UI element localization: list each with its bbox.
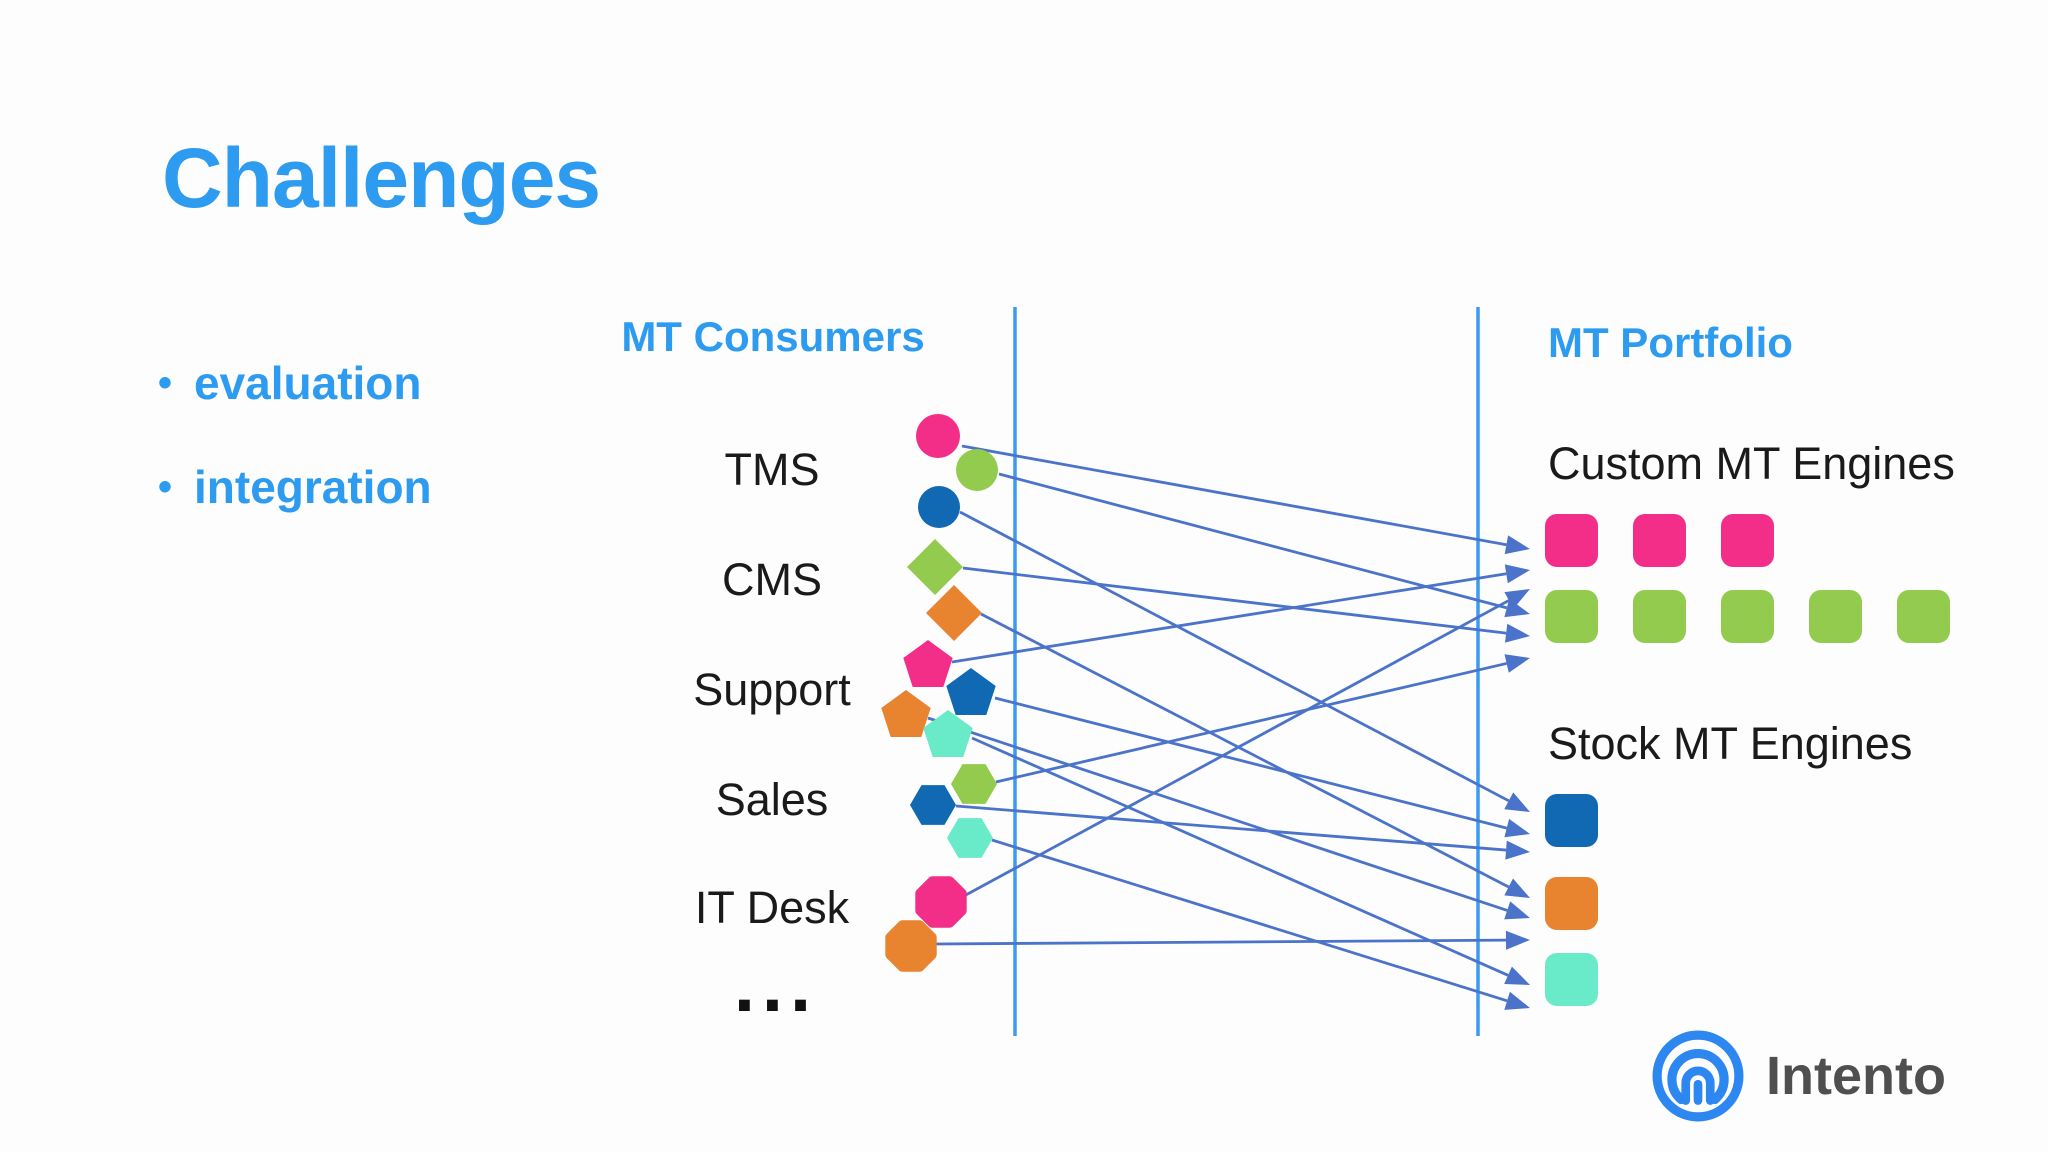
bullet-icon: •	[158, 360, 173, 405]
bullet-item-integration: • integration	[158, 456, 432, 518]
arrowhead-support-blue-pentagon-to-stock-blue-square	[1504, 818, 1530, 838]
arrowhead-sales-teal-hexagon-to-stock-teal-square	[1504, 991, 1530, 1010]
arrow-line-sales-blue-hexagon-to-stock-blue-square	[955, 804, 1507, 852]
custom-pink-row-square-2	[1633, 514, 1686, 567]
custom-green-row-square-2	[1633, 590, 1686, 643]
support-pink-pentagon	[903, 640, 953, 687]
arrow-line-cms-orange-diamond-to-stock-orange-square	[980, 612, 1510, 889]
arrow-line-support-teal-pentagon-to-stock-teal-square	[971, 736, 1509, 977]
arrowhead-cms-orange-diamond-to-stock-orange-square	[1504, 878, 1530, 898]
custom-pink-row-square-3	[1721, 514, 1774, 567]
cms-green-diamond	[907, 539, 963, 595]
arrow-line-cms-green-diamond-to-custom-green-row	[962, 566, 1507, 635]
bullet-label: evaluation	[194, 357, 422, 409]
arrow-line-tms-blue-circle-to-stock-blue-square	[959, 510, 1510, 803]
custom-green-row-square-3	[1721, 590, 1774, 643]
tms-pink-circle	[916, 414, 960, 458]
support-orange-pentagon	[881, 690, 931, 737]
intento-logo-text: Intento	[1766, 1046, 1946, 1106]
tms-green-circle	[956, 449, 998, 491]
challenges-bullet-list: • evaluation • integration	[158, 352, 432, 560]
intento-logo-icon	[1652, 1030, 1744, 1122]
intento-logo: Intento	[1652, 1030, 1946, 1122]
itdesk-orange-badge	[885, 920, 937, 972]
arrowhead-sales-blue-hexagon-to-stock-blue-square	[1505, 840, 1530, 860]
mt-consumers-header: MT Consumers	[621, 313, 925, 360]
consumer-label-sales: Sales	[715, 774, 829, 825]
sales-blue-hexagon	[910, 785, 956, 825]
mt-portfolio-header: MT Portfolio	[1548, 319, 1793, 366]
custom-pink-row-square-1	[1545, 514, 1598, 567]
arrowhead-tms-blue-circle-to-stock-blue-square	[1504, 792, 1530, 812]
arrow-line-sales-green-hexagon-to-custom-green-row	[995, 662, 1507, 784]
stock-orange-square	[1545, 877, 1598, 930]
stock-mt-engines-label: Stock MT Engines	[1548, 718, 1913, 769]
arrowhead-tms-green-circle-to-custom-green-row	[1504, 598, 1530, 618]
support-blue-pentagon	[946, 668, 996, 715]
arrow-line-tms-green-circle-to-custom-green-row	[998, 472, 1508, 610]
itdesk-pink-badge	[915, 876, 967, 928]
consumer-label-itdesk: IT Desk	[694, 882, 850, 933]
stock-blue-square	[1545, 794, 1598, 847]
arrowhead-support-pink-pentagon-to-custom-pink-row	[1504, 564, 1530, 584]
bullet-item-evaluation: • evaluation	[158, 352, 432, 414]
more-consumers-ellipsis: ...	[733, 943, 819, 1028]
arrowhead-cms-green-diamond-to-custom-green-row	[1505, 623, 1530, 643]
arrow-line-itdesk-orange-badge-to-stock-orange-square	[934, 938, 1507, 946]
arrow-line-support-orange-pentagon-to-stock-orange-square	[927, 716, 1508, 912]
tms-blue-circle	[918, 486, 960, 528]
arrowhead-tms-pink-circle-to-custom-pink-row	[1504, 535, 1530, 555]
sales-teal-hexagon	[947, 818, 993, 858]
arrow-line-sales-teal-hexagon-to-stock-teal-square	[991, 838, 1508, 1003]
arrowhead-support-teal-pentagon-to-stock-teal-square	[1504, 966, 1530, 985]
cms-orange-diamond	[926, 585, 982, 641]
custom-green-row-square-4	[1809, 590, 1862, 643]
bullet-label: integration	[194, 461, 432, 513]
arrow-line-tms-pink-circle-to-custom-pink-row	[961, 444, 1507, 547]
page-title: Challenges	[162, 131, 601, 225]
sales-green-hexagon	[951, 764, 997, 804]
custom-green-row-square-5	[1897, 590, 1950, 643]
arrowhead-support-orange-pentagon-to-stock-orange-square	[1504, 901, 1530, 920]
arrowhead-itdesk-orange-badge-to-stock-orange-square	[1505, 930, 1530, 950]
custom-green-row-square-1	[1545, 590, 1598, 643]
support-teal-pentagon	[923, 710, 973, 757]
stock-teal-square	[1545, 953, 1598, 1006]
consumer-label-cms: CMS	[722, 554, 822, 605]
consumer-label-support: Support	[693, 664, 851, 715]
consumer-label-tms: TMS	[724, 444, 820, 495]
arrow-line-support-blue-pentagon-to-stock-blue-square	[994, 696, 1508, 830]
arrowhead-sales-green-hexagon-to-custom-green-row	[1504, 654, 1530, 673]
arrow-line-itdesk-pink-badge-to-custom-pink-row	[963, 599, 1510, 898]
bullet-icon: •	[158, 464, 173, 509]
custom-mt-engines-label: Custom MT Engines	[1548, 438, 1955, 489]
